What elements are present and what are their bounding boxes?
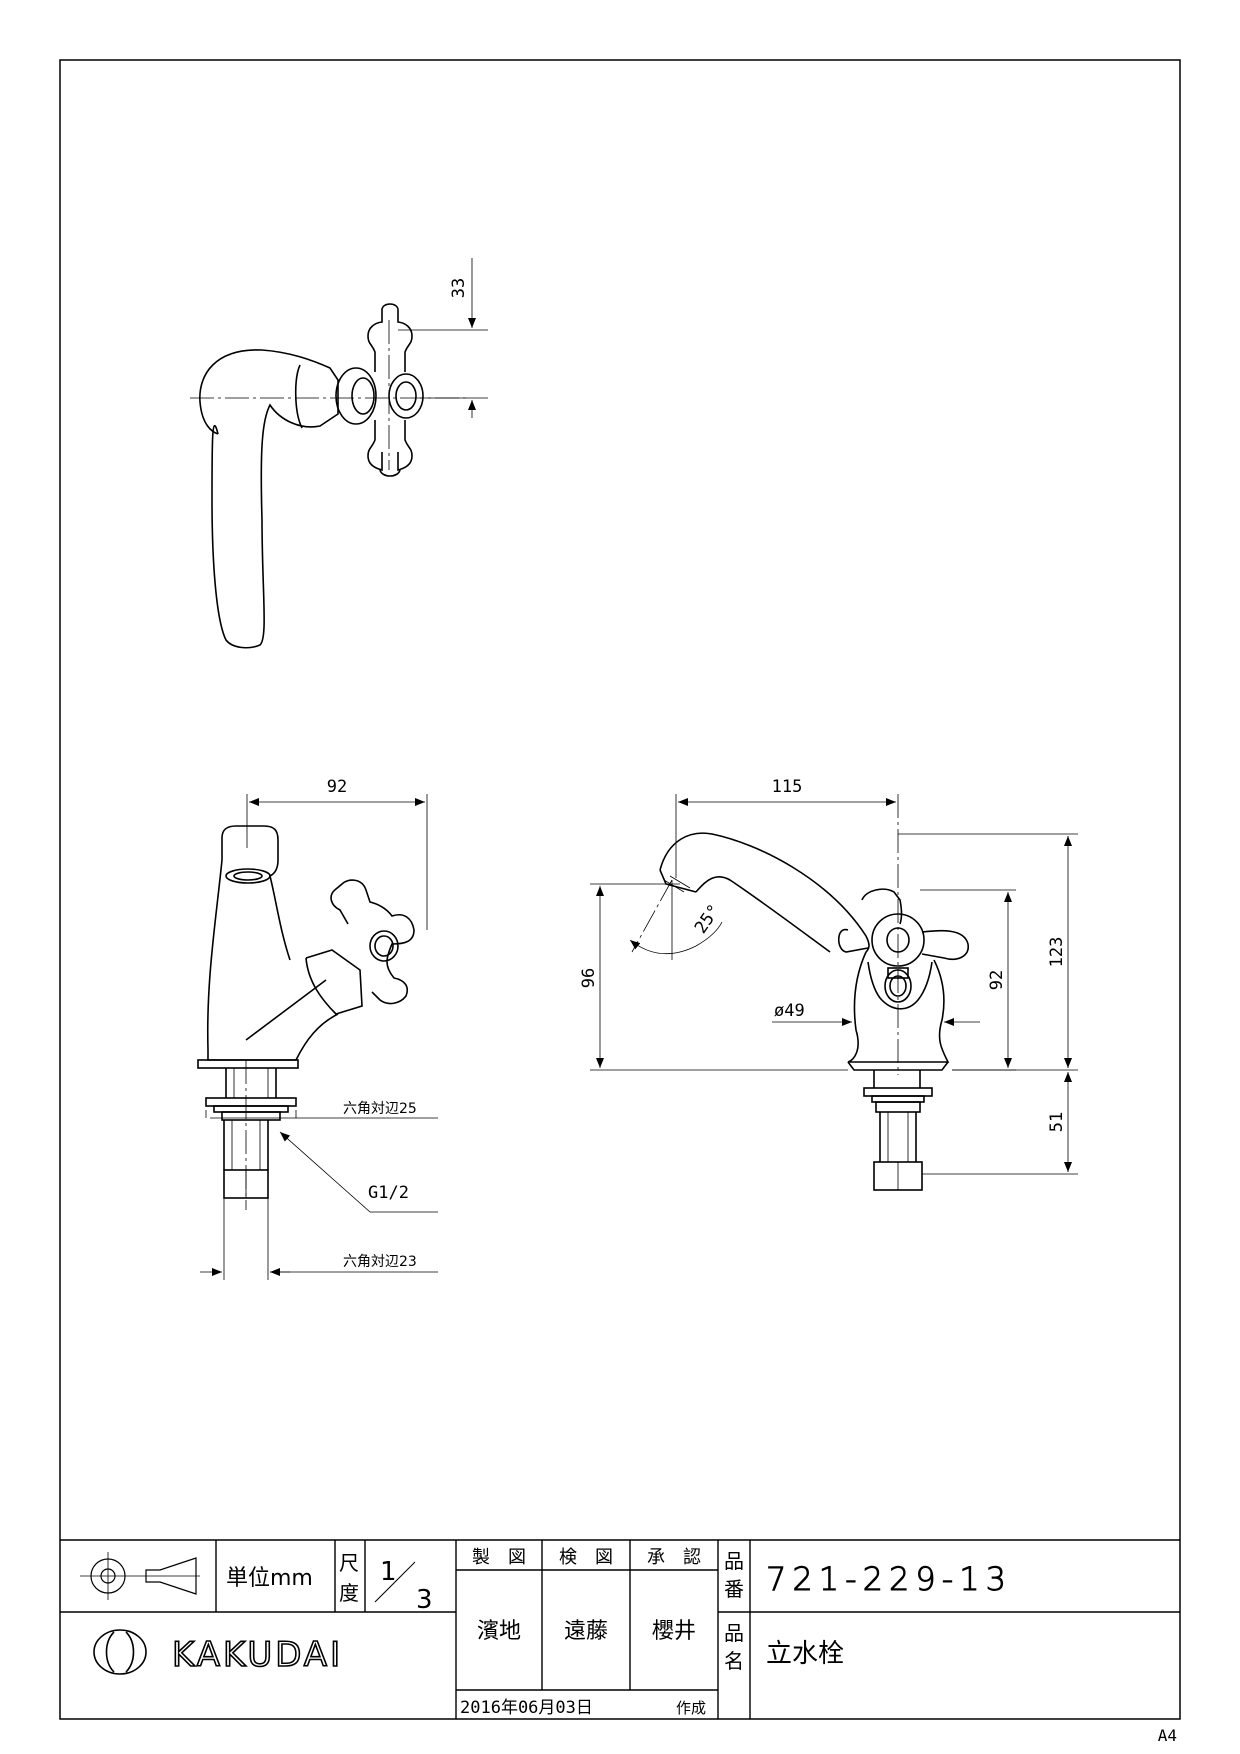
part-name: 立水栓 (766, 1639, 844, 1669)
scale-numerator: 1 (380, 1557, 397, 1587)
dim-hex-25: 六角対辺25 (343, 1101, 417, 1117)
sheet-size-label: A4 (1158, 1726, 1177, 1745)
dim-side-115: 115 (772, 777, 803, 797)
part-no-label-2: 番 (724, 1577, 744, 1601)
part-number: 721-229-13 (766, 1560, 1012, 1598)
dim-side-diameter: ø49 (774, 1001, 805, 1021)
approve-label: 承 認 (647, 1547, 701, 1568)
approved-by: 櫻井 (652, 1619, 696, 1644)
front-view (197, 794, 438, 1280)
scale-label-1: 尺 (339, 1551, 359, 1575)
unit-label: 単位mm (226, 1566, 313, 1591)
dim-thread-g12: G1/2 (368, 1183, 409, 1203)
projection-symbol (80, 1552, 200, 1600)
created-label: 作成 (676, 1699, 706, 1717)
sheet-border (59, 59, 1181, 1720)
made-label: 製 図 (472, 1547, 526, 1568)
dim-side-51: 51 (1047, 1112, 1067, 1132)
dim-side-96: 96 (579, 968, 599, 988)
scale-label-2: 度 (339, 1581, 359, 1605)
check-label: 検 図 (559, 1547, 613, 1568)
dim-side-angle: 25° (691, 901, 725, 938)
made-by: 濱地 (477, 1619, 521, 1644)
dim-hex-23: 六角対辺23 (343, 1254, 417, 1270)
top-view (190, 258, 488, 649)
scale-denominator: 3 (416, 1585, 433, 1615)
brand-wordmark: KAKUDAI (172, 1635, 343, 1675)
created-date: 2016年06月03日 (460, 1698, 593, 1718)
part-no-label-1: 品 (724, 1549, 744, 1573)
part-name-label-2: 名 (724, 1649, 744, 1673)
dim-side-92: 92 (987, 970, 1007, 990)
title-block (60, 1539, 1180, 1719)
dim-top-33: 33 (449, 278, 469, 298)
dim-side-123: 123 (1047, 937, 1067, 968)
side-view (590, 794, 1078, 1191)
brand-logo (93, 1629, 147, 1675)
checked-by: 遠藤 (564, 1619, 608, 1644)
part-name-label-1: 品 (724, 1621, 744, 1645)
dim-front-92: 92 (327, 777, 347, 797)
